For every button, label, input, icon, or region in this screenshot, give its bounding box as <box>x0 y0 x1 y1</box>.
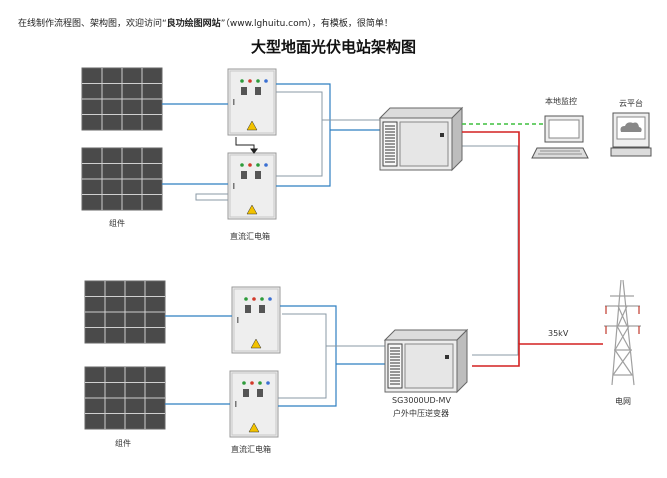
pv-module <box>84 366 166 430</box>
inverter-name-label: 户外中压逆变器 <box>393 409 449 418</box>
combiner-box <box>229 370 279 438</box>
local-monitor-label: 本地监控 <box>545 97 577 106</box>
cloud-icon <box>610 112 652 157</box>
banner-suffix: ”（www.lghuitu.com），有模板，很简单！ <box>220 19 393 29</box>
banner-site-link[interactable]: 良功绘图网站 <box>166 19 221 29</box>
insulators <box>605 306 640 334</box>
grid-wiring <box>462 131 603 367</box>
combiner-box <box>227 152 277 220</box>
combiner-label-bottom: 直流汇电箱 <box>231 445 271 454</box>
module-label-top: 组件 <box>109 219 125 228</box>
pv-module <box>84 280 166 344</box>
combiner-box <box>227 68 277 136</box>
inverter-top <box>379 107 463 171</box>
diagram-title: 大型地面光伏电站架构图 <box>250 38 416 56</box>
ac-wiring <box>195 91 519 399</box>
cloud-label: 云平台 <box>619 99 643 108</box>
inverter-bottom <box>384 329 468 393</box>
dc-wiring <box>162 83 385 407</box>
interlink-arrow <box>235 137 258 154</box>
pv-module <box>81 147 163 211</box>
monitor-icon <box>531 115 589 159</box>
grid-label: 电网 <box>615 397 631 406</box>
combiner-box <box>231 286 281 354</box>
voltage-label: 35kV <box>548 329 569 338</box>
banner-prefix: 在线制作流程图、架构图，欢迎访问“ <box>18 19 167 29</box>
tower-icon <box>604 279 641 386</box>
combiner-label-top: 直流汇电箱 <box>230 232 270 241</box>
module-label-bottom: 组件 <box>115 439 131 448</box>
pv-module <box>81 67 163 131</box>
inverter-model-label: SG3000UD-MV <box>392 396 451 405</box>
header-banner: 在线制作流程图、架构图，欢迎访问“良功绘图网站”（www.lghuitu.com… <box>18 16 393 29</box>
